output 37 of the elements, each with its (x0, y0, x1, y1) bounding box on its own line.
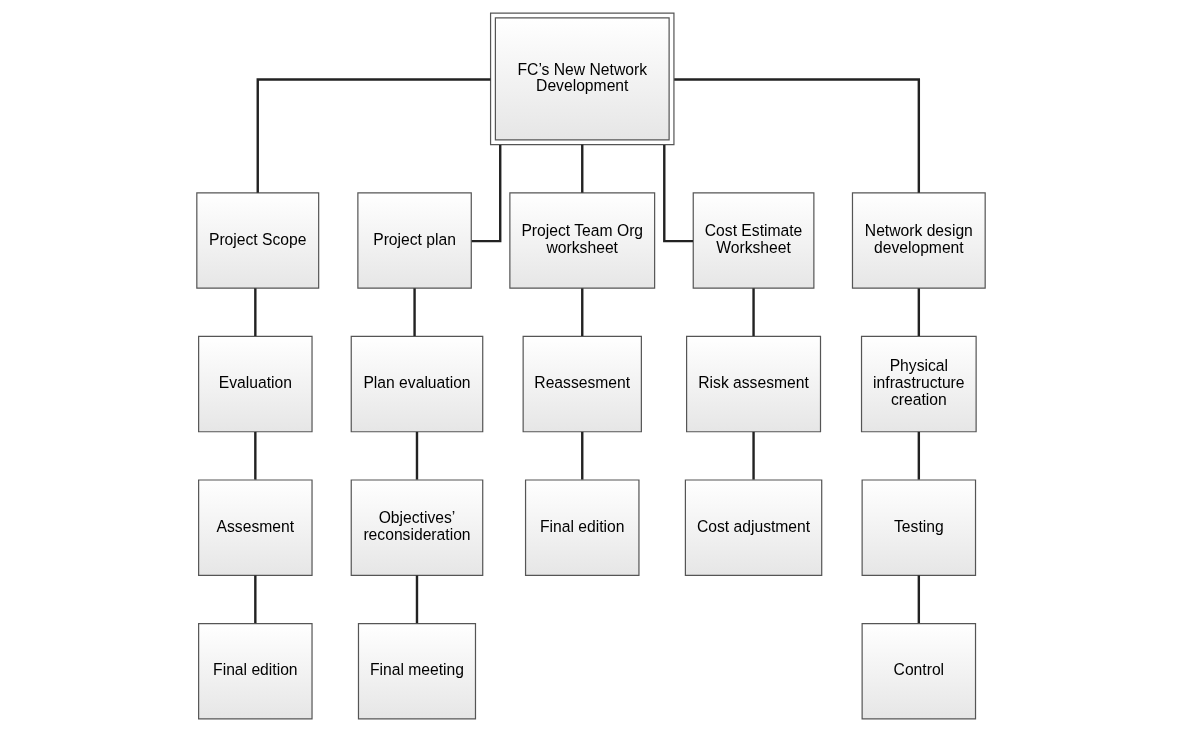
node-box: Reassesment (522, 335, 642, 433)
node-box: Testing (861, 479, 976, 576)
node-box: Final edition (197, 622, 313, 720)
node-box: Objectives’ reconsideration (350, 479, 483, 576)
node-box: Network design development (851, 192, 986, 289)
node-box: Evaluation (197, 335, 313, 433)
node-box: Plan evaluation (350, 335, 483, 433)
connector (917, 575, 920, 624)
node-box: Control (861, 622, 976, 720)
node-box: Project plan (356, 192, 472, 289)
connector (253, 288, 257, 336)
node-box: Final meeting (357, 622, 476, 720)
node-box: Project Team Org worksheet (508, 192, 655, 289)
connector (415, 575, 418, 624)
node-box: FC’s New Network Development (489, 12, 675, 146)
connector (415, 431, 418, 480)
connector (580, 431, 583, 480)
connector (256, 78, 491, 193)
node-box: Risk assesment (685, 335, 821, 433)
node-box: Assesment (197, 479, 313, 576)
node-box: Final edition (524, 479, 640, 576)
node-box: Project Scope (195, 192, 319, 289)
connector (580, 288, 583, 336)
connector (662, 144, 693, 243)
connector (471, 144, 501, 243)
connector (412, 288, 416, 336)
node-box: Cost Estimate Worksheet (692, 192, 814, 289)
connector (751, 288, 755, 336)
node-box: Cost adjustment (684, 479, 822, 576)
connector (253, 431, 257, 480)
connector (917, 431, 920, 480)
node-box: Physical infrastructure creation (860, 335, 977, 433)
connector (917, 288, 920, 336)
connector (751, 431, 755, 480)
connector (673, 78, 920, 193)
connector (253, 575, 257, 624)
connector (580, 144, 583, 193)
